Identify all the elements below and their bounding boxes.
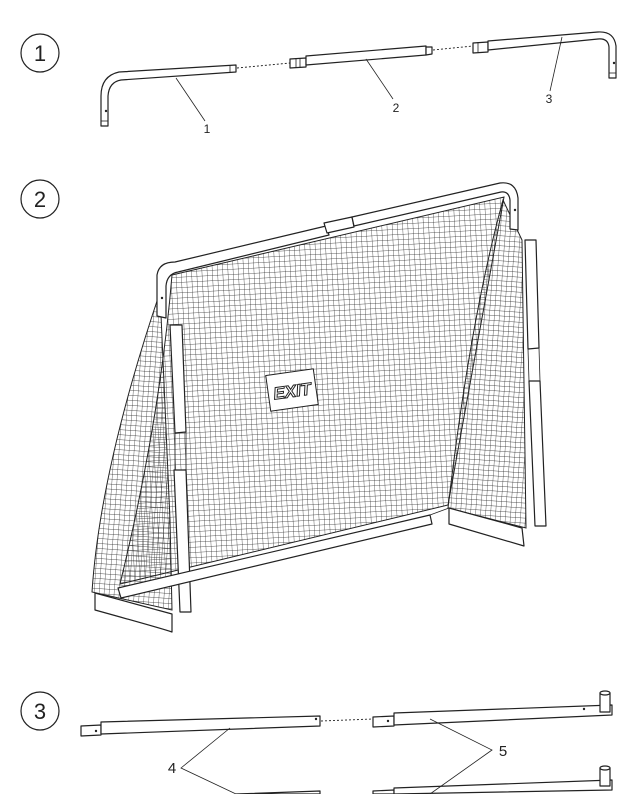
part-1-left-bend-tube	[100, 64, 237, 127]
step-1: 1 1 2 3	[20, 31, 617, 136]
connector-4-5	[320, 718, 374, 722]
step-3: 3 4 5	[20, 690, 613, 794]
goal-right-posts	[524, 239, 547, 527]
part-3-label: 3	[546, 92, 553, 106]
part-4-label: 4	[168, 760, 176, 777]
part-4-base-tube	[80, 715, 321, 737]
step-3-number: 3	[34, 699, 46, 724]
step-3-badge	[20, 691, 60, 731]
connector-2-3	[432, 45, 474, 51]
step-2-number: 2	[34, 187, 46, 212]
leader-part-4	[180, 727, 237, 794]
leader-part-3	[549, 36, 563, 92]
connector-1-2	[236, 62, 291, 69]
goal-ground-frame	[94, 507, 525, 633]
part-5-socket-tube	[372, 690, 613, 728]
second-base-tubes	[235, 765, 613, 794]
step-2-badge	[20, 179, 60, 219]
goal-crossbar	[156, 182, 519, 319]
part-1-label: 1	[204, 122, 211, 136]
part-2-label: 2	[393, 101, 400, 115]
step-1-badge	[20, 33, 60, 73]
part-5-label: 5	[499, 743, 507, 760]
part-2-middle-tube	[289, 45, 433, 69]
exit-logo: EXIT	[265, 368, 319, 412]
leader-part-1	[175, 77, 206, 122]
part-3-right-bend-tube	[472, 31, 617, 79]
step-2: 2	[20, 179, 547, 633]
step-1-number: 1	[34, 41, 46, 66]
leader-part-2	[365, 58, 394, 100]
goal-left-posts	[169, 324, 192, 613]
leader-part-5	[429, 718, 493, 794]
